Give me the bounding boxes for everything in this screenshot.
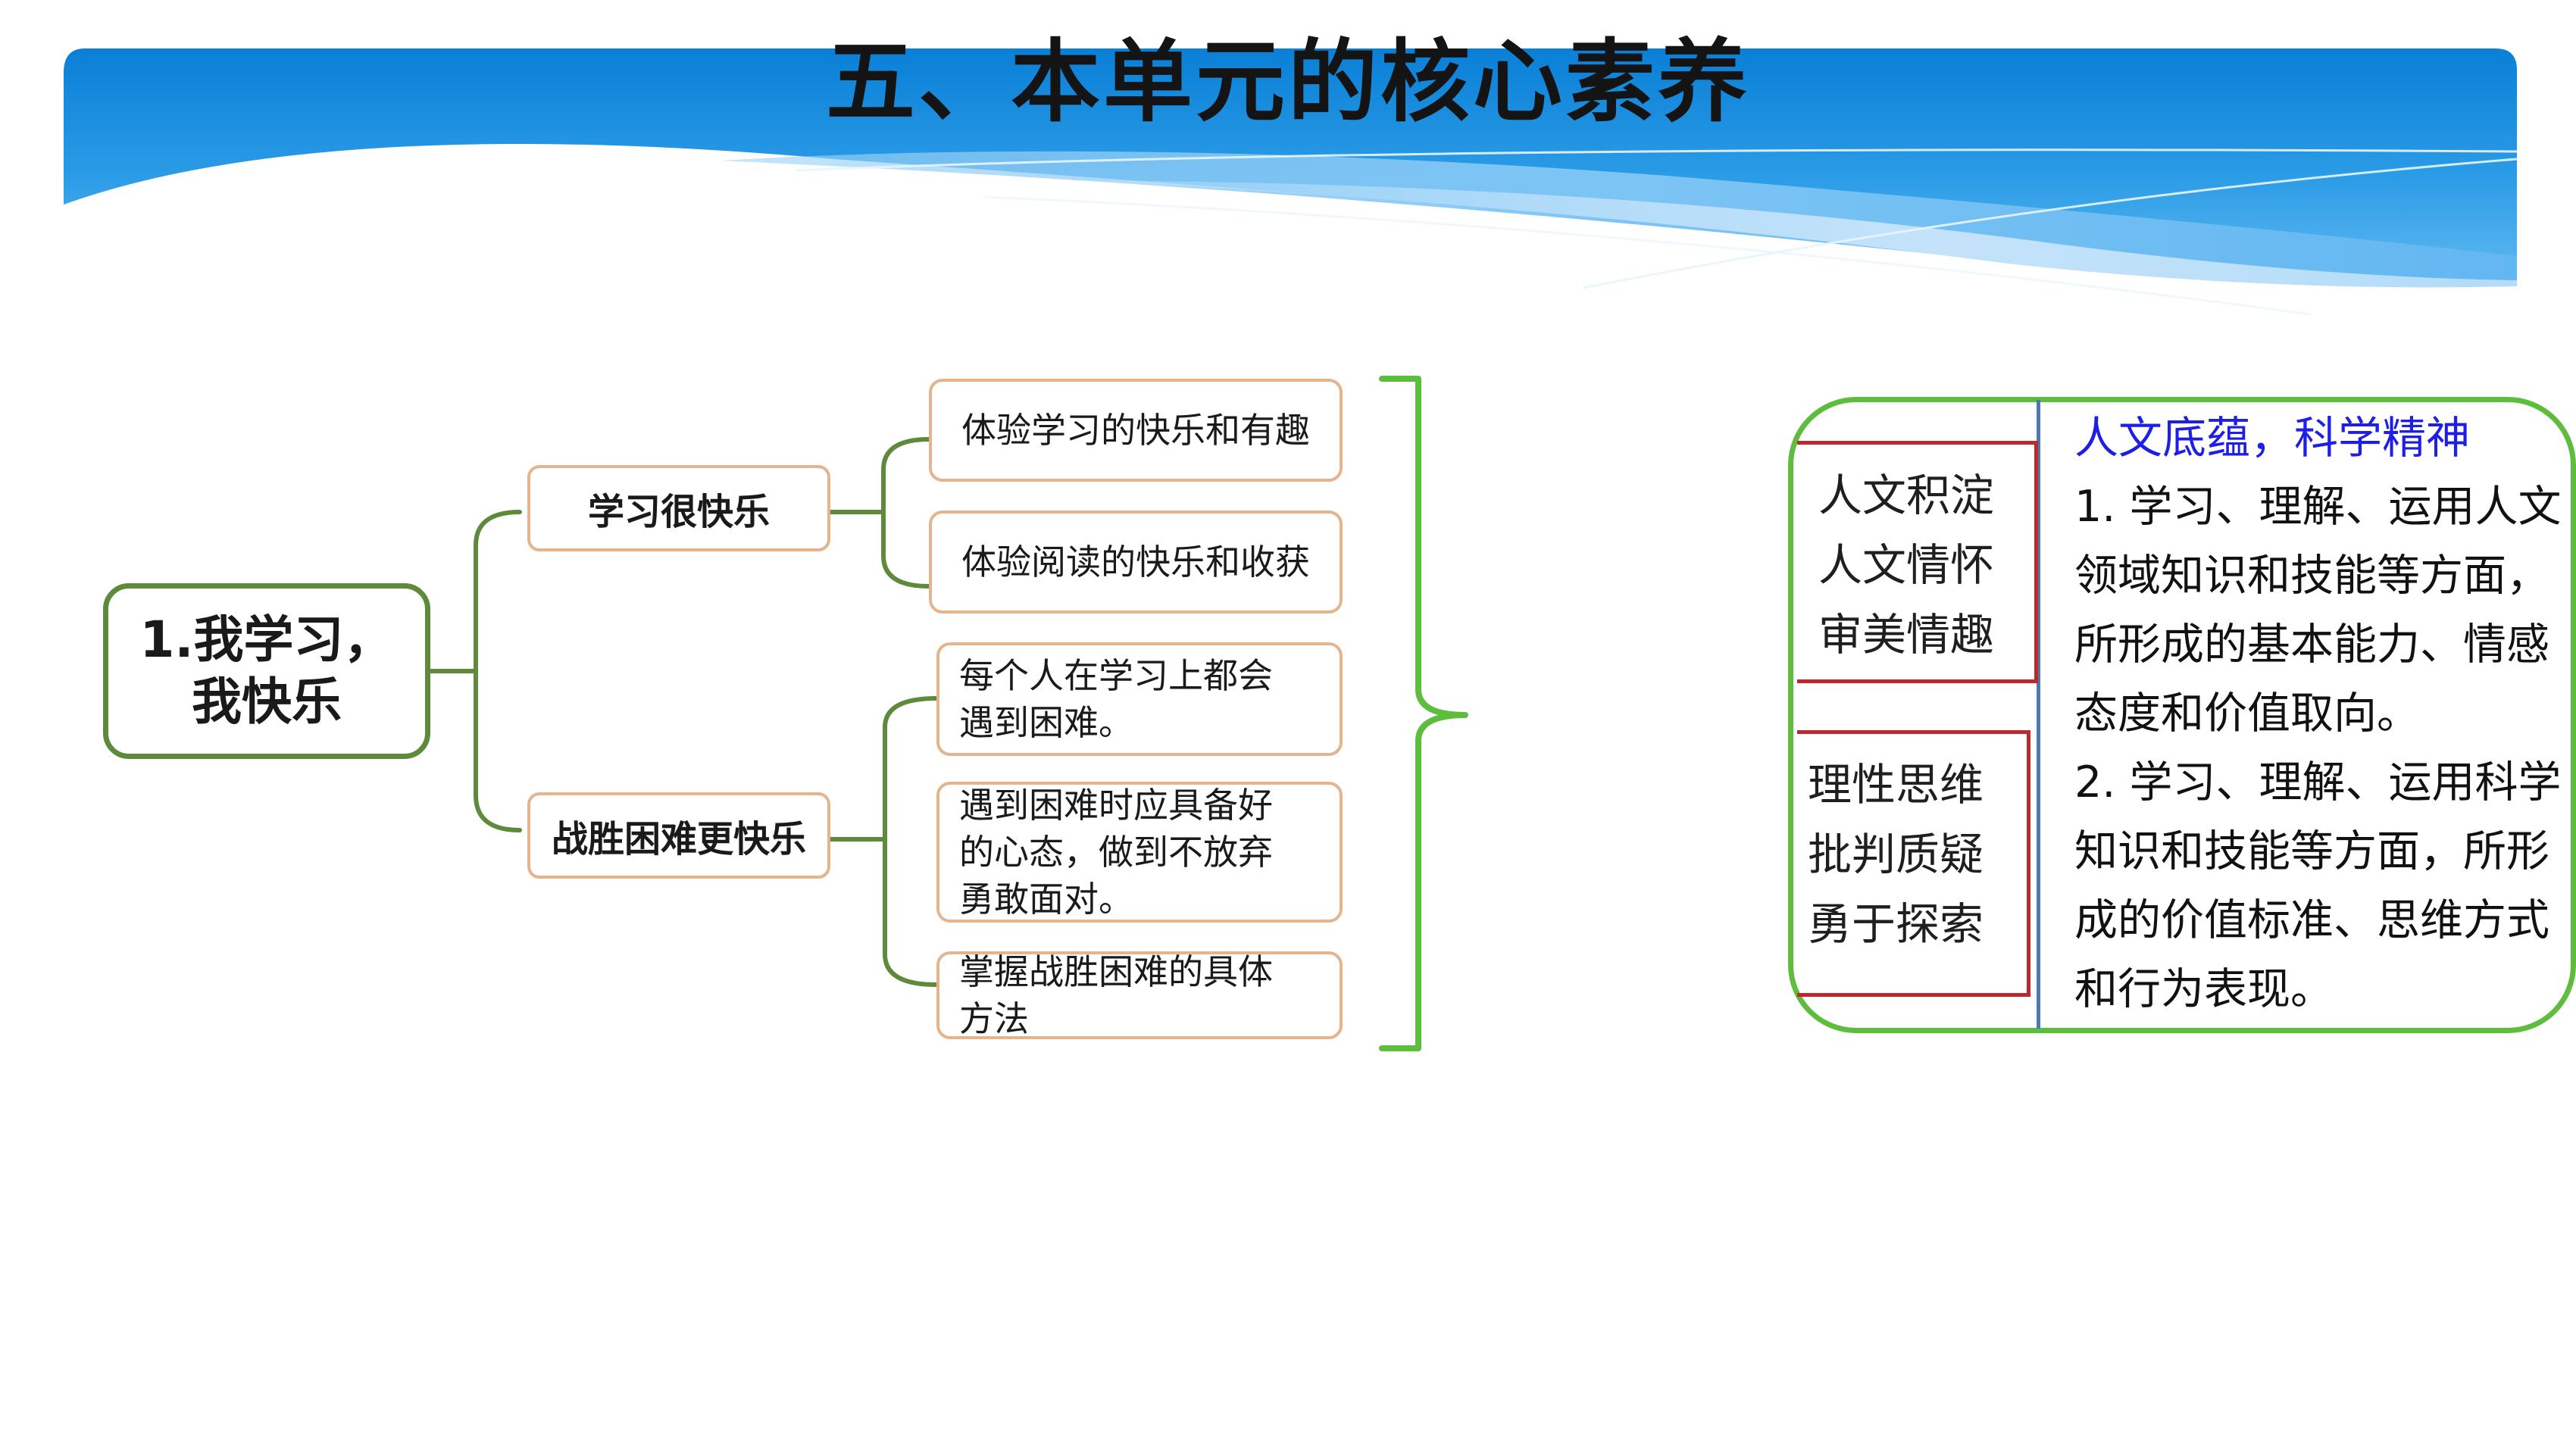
panel-description: 1. 学习、理解、运用人文 领域知识和技能等方面， 所形成的基本能力、情感 态度… xyxy=(2074,473,2567,1024)
root-line-2: 我快乐 xyxy=(192,673,342,731)
science-item: 勇于探索 xyxy=(1808,898,1984,950)
root-line-1: 1.我学习， xyxy=(139,611,394,669)
science-item: 理性思维 xyxy=(1808,759,1984,810)
connector-branch2-leaves xyxy=(883,696,939,987)
leaf-line: 遇到困难时应具备好 xyxy=(959,785,1273,826)
leaf-node: 体验阅读的快乐和收获 xyxy=(929,511,1343,614)
science-item: 批判质疑 xyxy=(1808,829,1984,880)
header-banner xyxy=(64,48,2518,316)
description-line: 知识和技能等方面，所形 xyxy=(2074,826,2549,876)
panel-divider xyxy=(2037,400,2040,1029)
humanities-list: 人文积淀 人文情怀 审美情趣 xyxy=(1818,461,1994,670)
connector-branch1-leaves xyxy=(881,437,931,589)
science-box xyxy=(1797,730,2030,997)
branch-node-1: 学习很快乐 xyxy=(527,465,830,551)
leaf-line: 的心态，做到不放弃 xyxy=(959,832,1273,873)
literacy-panel: 人文积淀 人文情怀 审美情趣 理性思维 批判质疑 勇于探索 人文底蕴，科学精神 … xyxy=(1788,397,2576,1033)
leaf-line: 掌握战胜困难的具体 xyxy=(959,951,1273,992)
leaf-line: 遇到困难。 xyxy=(959,702,1133,743)
leaf-line: 方法 xyxy=(959,998,1029,1039)
panel-frame xyxy=(1788,397,2576,1033)
summary-bracket xyxy=(1379,376,1468,1051)
leaf-node: 体验学习的快乐和有趣 xyxy=(929,379,1343,482)
humanities-box xyxy=(1797,441,2038,683)
description-line: 2. 学习、理解、运用科学 xyxy=(2074,757,2562,807)
science-list: 理性思维 批判质疑 勇于探索 xyxy=(1808,750,1984,959)
description-line: 领域知识和技能等方面， xyxy=(2074,551,2549,601)
description-line: 和行为表现。 xyxy=(2074,964,2334,1014)
description-line: 成的价值标准、思维方式 xyxy=(2074,895,2549,945)
leaf-line: 勇敢面对。 xyxy=(959,879,1133,920)
leaf-line: 体验学习的快乐和有趣 xyxy=(961,410,1310,451)
description-line: 态度和价值取向。 xyxy=(2074,689,2420,739)
description-line: 所形成的基本能力、情感 xyxy=(2074,620,2549,670)
panel-heading: 人文底蕴，科学精神 xyxy=(2074,412,2471,464)
humanities-item: 人文情怀 xyxy=(1818,539,1995,591)
branch-node-2: 战胜困难更快乐 xyxy=(527,792,830,879)
leaf-node: 掌握战胜困难的具体 方法 xyxy=(936,951,1343,1039)
leaf-line: 体验阅读的快乐和收获 xyxy=(961,542,1310,582)
description-line: 1. 学习、理解、运用人文 xyxy=(2074,482,2562,532)
root-node: 1.我学习， 我快乐 xyxy=(103,583,430,759)
connector-root-to-branches xyxy=(474,510,522,832)
humanities-item: 审美情趣 xyxy=(1818,609,1995,660)
leaf-node: 每个人在学习上都会 遇到困难。 xyxy=(936,642,1343,756)
humanities-item: 人文积淀 xyxy=(1818,470,1995,521)
leaf-line: 每个人在学习上都会 xyxy=(959,655,1273,696)
page-title: 五、本单元的核心素养 xyxy=(825,30,1750,134)
leaf-node: 遇到困难时应具备好 的心态，做到不放弃 勇敢面对。 xyxy=(936,782,1343,923)
